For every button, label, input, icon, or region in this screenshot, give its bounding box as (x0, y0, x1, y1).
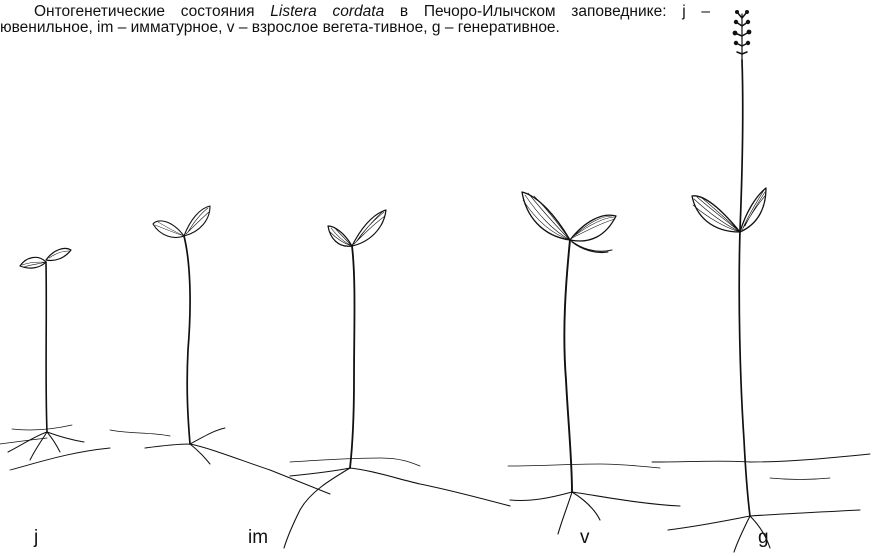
plant-immature-1 (10, 206, 330, 494)
plant-adult-vegetative (508, 192, 680, 534)
plant-juvenile (0, 248, 84, 460)
plant-generative (652, 10, 870, 552)
plant-immature-2 (284, 210, 510, 548)
label-immature: im (248, 528, 268, 548)
label-juvenile: j (34, 528, 38, 548)
label-adult-vegetative: v (580, 528, 590, 548)
label-generative: g (758, 528, 769, 548)
